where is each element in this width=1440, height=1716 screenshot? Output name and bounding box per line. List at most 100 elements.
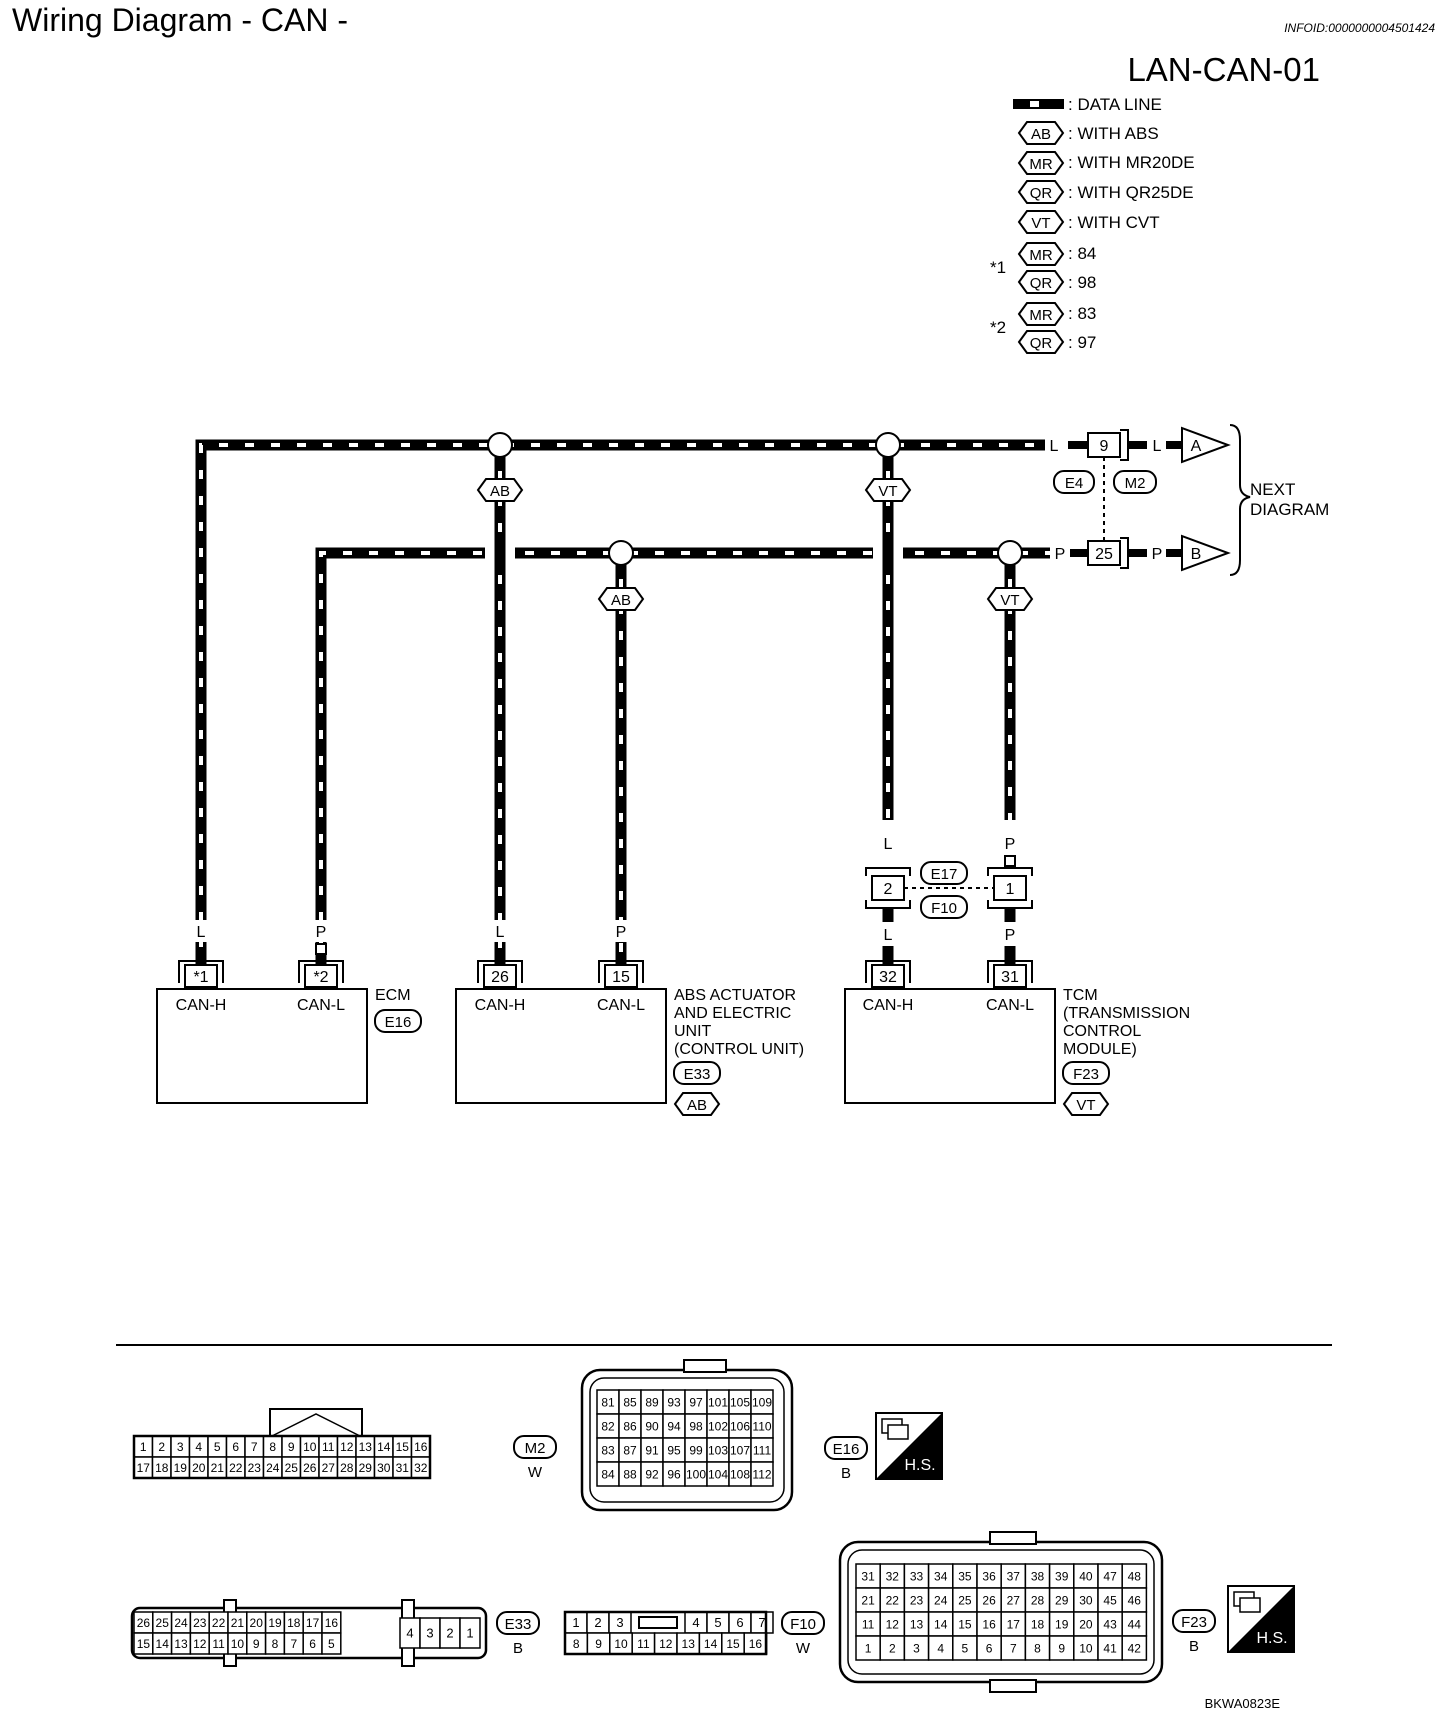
connector-pin-number: 47 (1103, 1569, 1117, 1583)
connector-pin-number: 81 (601, 1395, 615, 1409)
joint-pin-stub (1004, 855, 1016, 867)
connector-pin-number: 32 (414, 1461, 428, 1475)
connector-color: W (528, 1464, 543, 1481)
abs-pin-l: 15 (612, 969, 630, 986)
connector-pin-number: 6 (986, 1641, 993, 1655)
connector-pin-number: 3 (616, 1615, 623, 1630)
connector-pin-number: 86 (623, 1419, 637, 1433)
connector-lock (638, 1616, 678, 1629)
connector-pin-number: 5 (214, 1440, 221, 1454)
pin-bracket (865, 960, 911, 983)
connector-pin-cell (321, 1632, 342, 1655)
connector-pin-cell (1073, 1587, 1099, 1613)
connector-pin-cell (1000, 1587, 1027, 1613)
connector-pin-cell (855, 1635, 881, 1661)
connector-pin-number: 21 (861, 1593, 875, 1607)
connector-pin-number: 10 (1079, 1641, 1093, 1655)
ecm-pin-h: *1 (193, 969, 208, 986)
abs-name-2: AND ELECTRIC (674, 1005, 791, 1022)
connector-pin-cell (927, 1587, 954, 1613)
tcm-box (844, 988, 1056, 1104)
connector-pin-number: 97 (689, 1395, 703, 1409)
connector-pin-number: 16 (749, 1637, 763, 1651)
wire-color-p: P (1152, 546, 1163, 563)
connector-pin-number: 9 (288, 1440, 295, 1454)
legend-star1-qr-tag: QR (1018, 270, 1064, 294)
connector-pin-number: 7 (1010, 1641, 1017, 1655)
pin-bracket (298, 960, 344, 983)
connector-pin-number: 14 (934, 1617, 948, 1631)
tcm-option-tag: VT (1063, 1092, 1109, 1116)
pin-bracket (178, 960, 224, 983)
connector-pin-number: 108 (730, 1467, 750, 1481)
connector-pin-number: 93 (667, 1395, 681, 1409)
pin-box (304, 964, 338, 988)
connector-pin-number: 100 (686, 1467, 706, 1481)
tcm-connector-tag (1062, 1061, 1110, 1085)
connector-pin-number: 27 (1007, 1593, 1021, 1607)
connector-pin-cell (1121, 1587, 1148, 1613)
connector-pin-number: 22 (212, 1616, 226, 1630)
abs-name-4: (CONTROL UNIT) (674, 1041, 804, 1058)
connector-pin-cell (976, 1635, 1002, 1661)
hs-icon-fill (1228, 1586, 1294, 1652)
connector-pin-number: 15 (396, 1440, 410, 1454)
hs-icon-label: H.S. (1256, 1630, 1287, 1647)
connector-pin-cell (1024, 1563, 1051, 1589)
connector-pin-number: 13 (174, 1637, 188, 1651)
svg-text:QR: QR (1030, 275, 1053, 292)
connector-pin-number: 92 (645, 1467, 659, 1481)
connector-pin-number: 2 (594, 1615, 601, 1630)
connector-pin-number: 24 (174, 1616, 188, 1630)
connector-pin-number: 105 (730, 1395, 750, 1409)
wire-label-gap (190, 920, 212, 942)
ecm-can-h: CAN-H (176, 997, 227, 1014)
tcm-name-2: (TRANSMISSION (1063, 1005, 1190, 1022)
connector-pin-number: 17 (137, 1461, 151, 1475)
connector-pin-cell (1073, 1635, 1099, 1661)
svg-text:QR: QR (1030, 335, 1053, 352)
wire-label-gap (489, 920, 511, 942)
connector-id: F10 (790, 1616, 816, 1633)
connector-pin-number: 8 (269, 1440, 276, 1454)
connector-pin-number: 24 (266, 1461, 280, 1475)
connector-pin-number: 25 (285, 1461, 299, 1475)
connector-pin-number: 8 (272, 1637, 279, 1651)
legend-star1-mr-tag: MR (1018, 242, 1064, 266)
connector-pin-number: 110 (752, 1419, 771, 1433)
connector-pin-number: 14 (156, 1637, 170, 1651)
connector-pin-number: 111 (753, 1443, 772, 1457)
connector-pin-number: 11 (322, 1440, 335, 1454)
connector-pin-number: 46 (1128, 1593, 1142, 1607)
connector-pin-number: 12 (340, 1440, 354, 1454)
connector-lock (989, 1679, 1037, 1693)
joint-conn-top: E17 (931, 866, 958, 883)
connector-pin-number: 31 (396, 1461, 410, 1475)
connector-pin-number: 89 (645, 1395, 659, 1409)
ecm-box (156, 988, 368, 1104)
connector-id: M2 (525, 1440, 546, 1457)
connector-pin-number: 4 (692, 1615, 699, 1630)
hs-connector-glyph (887, 1424, 909, 1440)
connector-pin-number: 22 (886, 1593, 900, 1607)
connector-pin-number: 39 (1055, 1569, 1069, 1583)
connector-pin-number: 15 (958, 1617, 972, 1631)
connector-pin-cell (879, 1563, 906, 1589)
connector-pin-number: 16 (982, 1617, 996, 1631)
connector-color: B (841, 1465, 851, 1482)
ecm-module: *1 *2 CAN-H CAN-L ECM E16 (156, 960, 422, 1104)
connector-pin-number: 1 (572, 1615, 579, 1630)
joint-pin-l: 1 (1006, 881, 1015, 898)
connector-pin-number: 109 (752, 1395, 772, 1409)
connector-pin-number: 7 (290, 1637, 297, 1651)
wire-tag-vt: VT (865, 478, 911, 502)
wire-label-gap (610, 920, 632, 942)
pin-stub (315, 943, 327, 955)
connector-lock (683, 1359, 727, 1373)
pin-box (871, 964, 905, 988)
connector-pin-number: 43 (1103, 1617, 1117, 1631)
connector-pin-number: 6 (232, 1440, 239, 1454)
splice-point (608, 540, 634, 566)
